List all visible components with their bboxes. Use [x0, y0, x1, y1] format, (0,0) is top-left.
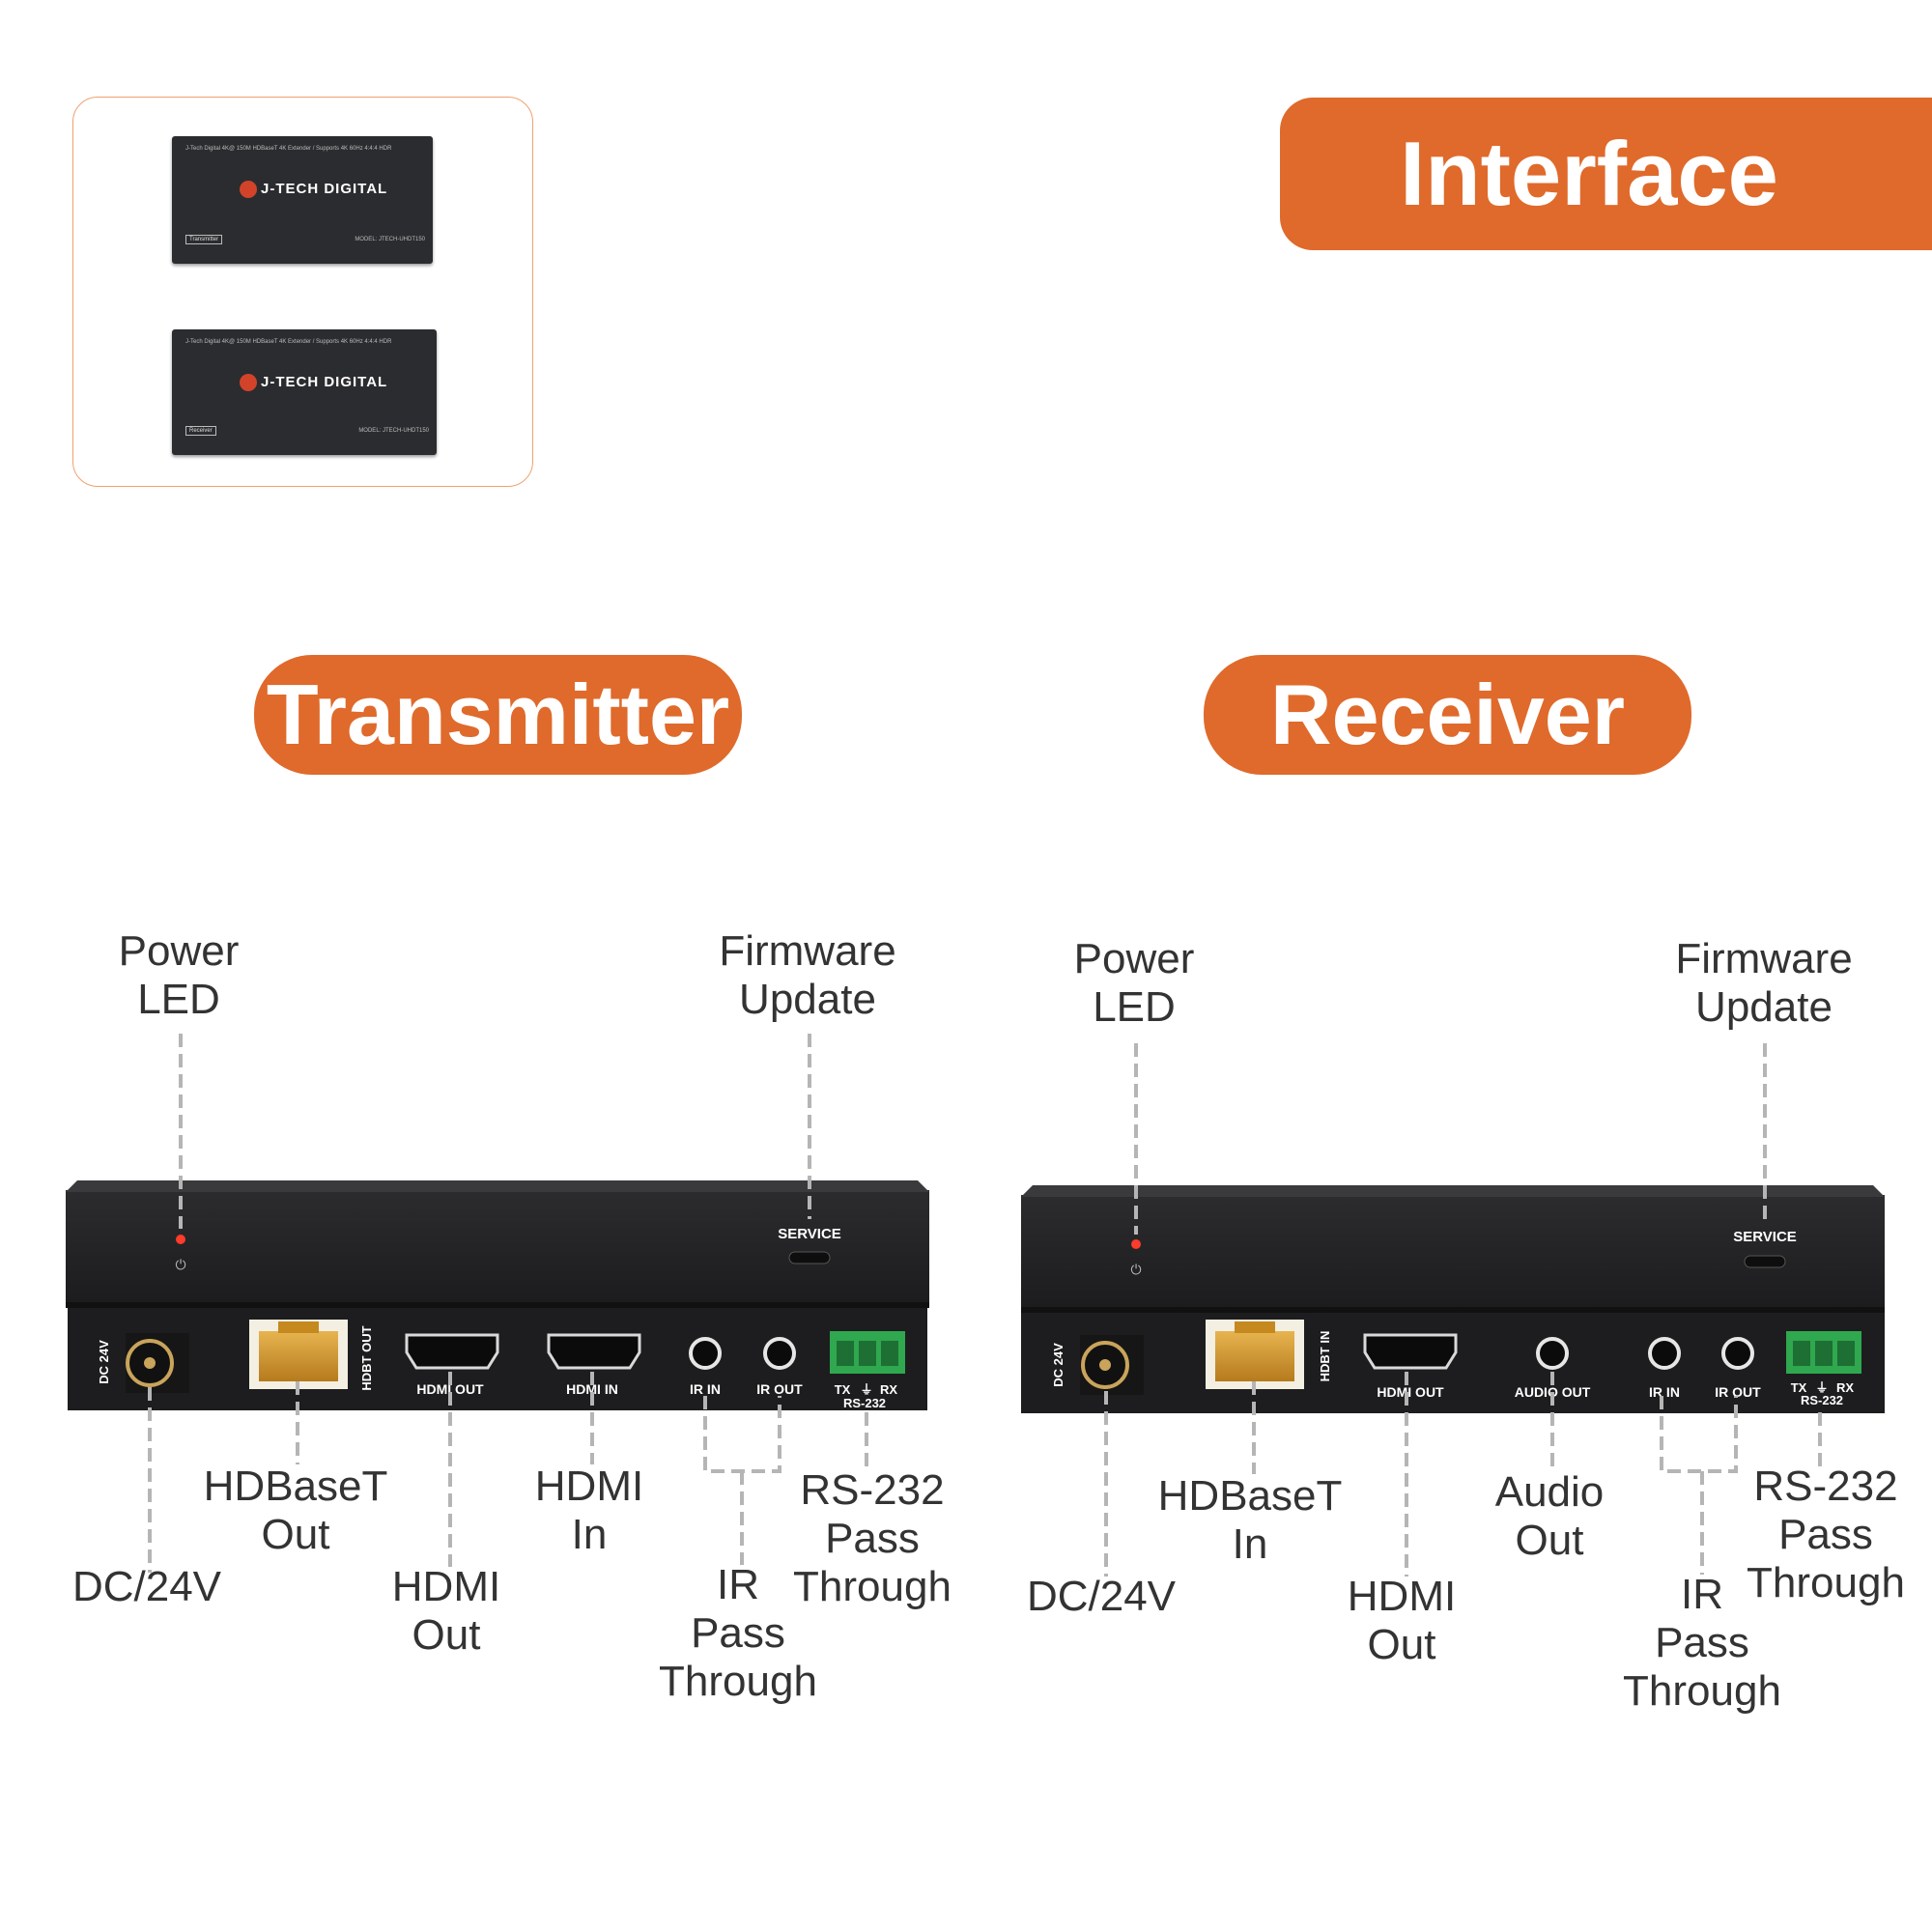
- ir-out-label: IR OUT: [756, 1381, 803, 1397]
- ir-out-jack[interactable]: [1721, 1337, 1754, 1370]
- ir-in-label: IR IN: [1649, 1384, 1680, 1400]
- rs232-tx-label: TX: [835, 1382, 851, 1397]
- model-number: MODEL: JTECH-UHDT150: [358, 428, 429, 434]
- brand-name: J-TECH DIGITAL: [261, 374, 388, 390]
- unit-tag: Transmitter: [185, 235, 223, 244]
- rs232-rx-label: RX: [1836, 1380, 1854, 1395]
- rx-dc-callout: DC/24V: [1026, 1573, 1177, 1620]
- tx-dc-callout: DC/24V: [71, 1563, 222, 1610]
- ir-out-jack[interactable]: [763, 1337, 796, 1370]
- receiver-thumbnail: J-Tech Digital 4K@ 150M HDBaseT 4K Exten…: [172, 329, 437, 455]
- rs232-ground-label: ⏚: [860, 1382, 872, 1397]
- thumbnail-note: J-Tech Digital 4K@ 150M HDBaseT 4K Exten…: [185, 146, 392, 152]
- dc-port-label: DC 24V: [97, 1340, 111, 1384]
- receiver-device: ⏻ SERVICE DC 24V HDBT IN HDMI OUT AUDIO …: [1021, 1185, 1885, 1413]
- receiver-top-panel: [1021, 1195, 1885, 1309]
- power-led-icon: [176, 1235, 185, 1244]
- transmitter-device: ⏻ SERVICE DC 24V HDBT OUT HDMI OUT HDMI …: [66, 1180, 929, 1410]
- logo-mark-icon: [240, 181, 257, 199]
- model-number: MODEL: JTECH-UHDT150: [355, 237, 425, 242]
- interface-title: Interface: [1400, 123, 1778, 224]
- hdmi-out-port-label: HDMI OUT: [416, 1381, 484, 1397]
- service-port-label: SERVICE: [778, 1226, 841, 1242]
- audio-out-jack[interactable]: [1536, 1337, 1569, 1370]
- power-symbol-icon: ⏻: [1130, 1262, 1141, 1277]
- hdbt-in-label: HDBT IN: [1318, 1331, 1332, 1382]
- ir-in-label: IR IN: [690, 1381, 721, 1397]
- dc-port-label: DC 24V: [1051, 1343, 1065, 1387]
- ir-in-jack[interactable]: [1648, 1337, 1681, 1370]
- hdmi-out-port[interactable]: [1363, 1333, 1458, 1370]
- service-port-label: SERVICE: [1733, 1229, 1797, 1245]
- rs232-rx-label: RX: [880, 1382, 897, 1397]
- hdmi-out-port-label: HDMI OUT: [1377, 1384, 1444, 1400]
- transmitter-thumbnail: J-Tech Digital 4K@ 150M HDBaseT 4K Exten…: [172, 136, 433, 264]
- thumbnail-note: J-Tech Digital 4K@ 150M HDBaseT 4K Exten…: [185, 339, 392, 345]
- unit-tag: Receiver: [185, 426, 216, 436]
- logo-mark-icon: [240, 374, 257, 392]
- hdmi-in-port-label: HDMI IN: [566, 1381, 618, 1397]
- interface-banner: Interface: [1280, 98, 1932, 250]
- hdmi-out-port[interactable]: [405, 1333, 499, 1370]
- rs232-ground-label: ⏚: [1815, 1380, 1828, 1395]
- hdmi-in-port[interactable]: [547, 1333, 641, 1370]
- service-usb-port[interactable]: [1744, 1255, 1786, 1268]
- hdbt-out-label: HDBT OUT: [359, 1325, 374, 1390]
- power-led-icon: [1131, 1239, 1141, 1249]
- service-usb-port[interactable]: [788, 1251, 831, 1264]
- brand-logo: J-TECH DIGITAL: [240, 181, 388, 199]
- rs232-tx-label: TX: [1791, 1380, 1807, 1395]
- brand-logo: J-TECH DIGITAL: [240, 374, 388, 392]
- transmitter-top-panel: [66, 1190, 929, 1304]
- ir-in-jack[interactable]: [689, 1337, 722, 1370]
- transmitter-title-pill: Transmitter: [254, 655, 742, 775]
- ir-out-label: IR OUT: [1715, 1384, 1761, 1400]
- rs232-port-label: RS-232: [1801, 1393, 1843, 1407]
- transmitter-title: Transmitter: [266, 667, 730, 762]
- receiver-title-pill: Receiver: [1204, 655, 1691, 775]
- power-symbol-icon: ⏻: [175, 1257, 185, 1272]
- rs232-port-label: RS-232: [843, 1396, 886, 1410]
- transmitter-leader-lines: [148, 1034, 868, 1573]
- brand-name: J-TECH DIGITAL: [261, 181, 388, 197]
- receiver-title: Receiver: [1270, 667, 1625, 762]
- product-thumbnail-card: J-Tech Digital 4K@ 150M HDBaseT 4K Exten…: [72, 97, 533, 487]
- receiver-leader-lines: [1104, 1043, 1822, 1577]
